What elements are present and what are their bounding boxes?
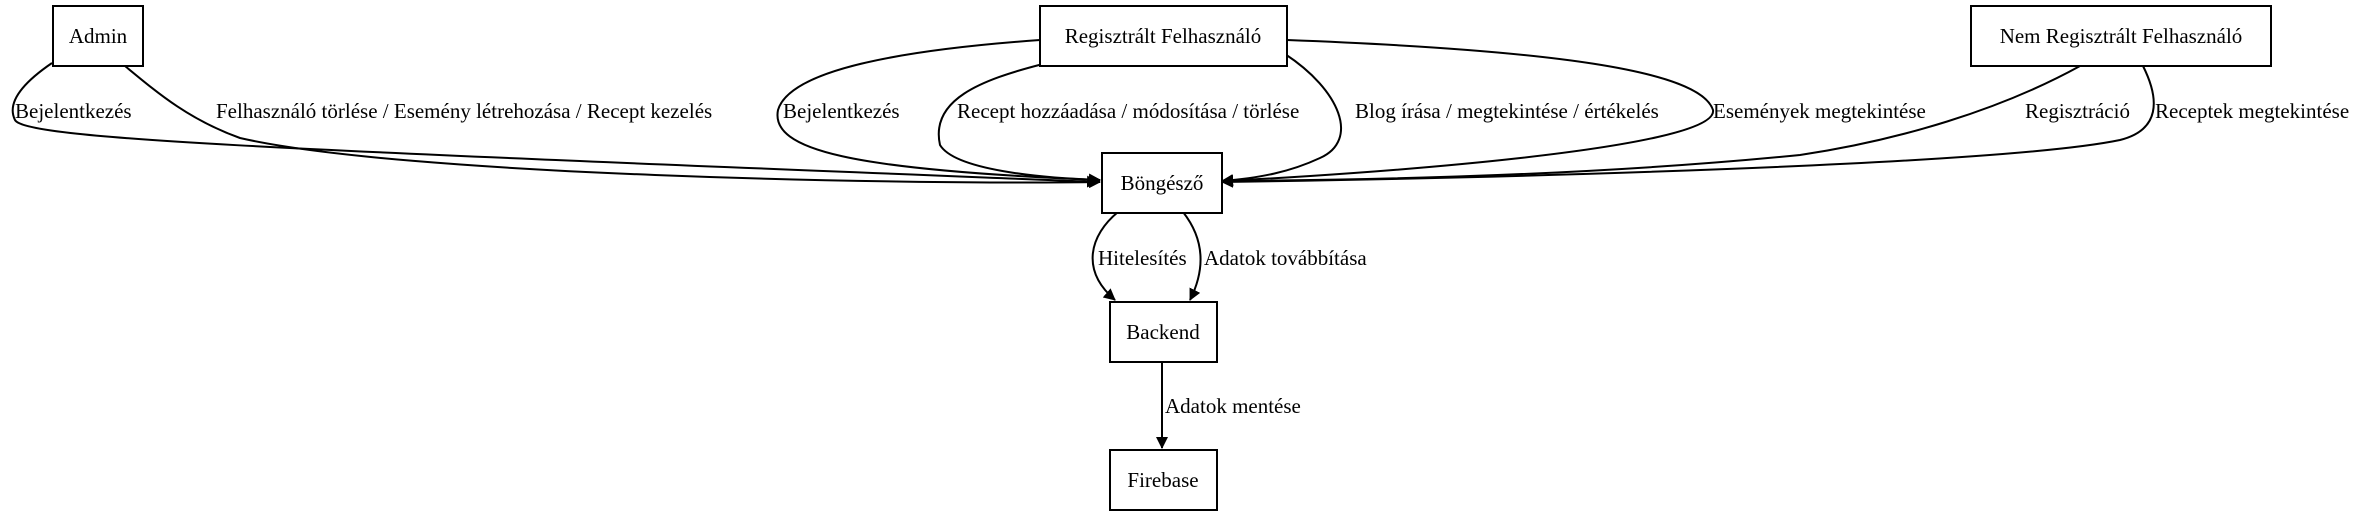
edge-unregistered-register	[1221, 65, 2081, 187]
label-registered-events: Események megtekintése	[1713, 99, 1926, 123]
label-admin-manage: Felhasználó törlése / Esemény létrehozás…	[216, 99, 712, 123]
label-browser-forward: Adatok továbbítása	[1204, 246, 1367, 270]
node-firebase: Firebase	[1109, 449, 1218, 511]
node-admin: Admin	[52, 5, 144, 67]
node-admin-label: Admin	[69, 24, 128, 48]
label-registered-blog: Blog írása / megtekintése / értékelés	[1355, 99, 1659, 123]
edge-admin-login	[11, 62, 1099, 188]
node-browser-label: Böngésző	[1121, 171, 1204, 195]
edges	[11, 39, 2155, 449]
edge-labels: Bejelentkezés Felhasználó törlése / Esem…	[15, 99, 2349, 418]
edge-browser-auth	[1091, 211, 1119, 301]
node-firebase-label: Firebase	[1127, 468, 1198, 492]
label-unregistered-recipes: Receptek megtekintése	[2155, 99, 2349, 123]
edge-registered-recipe	[937, 63, 1101, 186]
node-registered-user: Regisztrált Felhasználó	[1039, 5, 1288, 67]
edge-browser-forward	[1182, 211, 1202, 301]
edge-unregistered-recipes	[1221, 65, 2155, 188]
edge-registered-blog	[1221, 53, 1342, 187]
label-registered-recipe: Recept hozzáadása / módosítása / törlése	[957, 99, 1299, 123]
label-registered-login: Bejelentkezés	[783, 99, 900, 123]
edge-registered-login	[776, 39, 1101, 186]
node-registered-user-label: Regisztrált Felhasználó	[1065, 24, 1262, 48]
label-browser-auth: Hitelesítés	[1098, 246, 1187, 270]
label-admin-login: Bejelentkezés	[15, 99, 132, 123]
node-backend-label: Backend	[1126, 320, 1200, 344]
node-unregistered-user-label: Nem Regisztrált Felhasználó	[2000, 24, 2243, 48]
node-backend: Backend	[1109, 301, 1218, 363]
edge-admin-manage	[124, 65, 1101, 189]
label-backend-save: Adatok mentése	[1165, 394, 1301, 418]
edge-registered-events	[1221, 39, 1715, 187]
node-unregistered-user: Nem Regisztrált Felhasználó	[1970, 5, 2272, 67]
node-browser: Böngésző	[1101, 152, 1223, 214]
label-unregistered-register: Regisztráció	[2025, 99, 2130, 123]
